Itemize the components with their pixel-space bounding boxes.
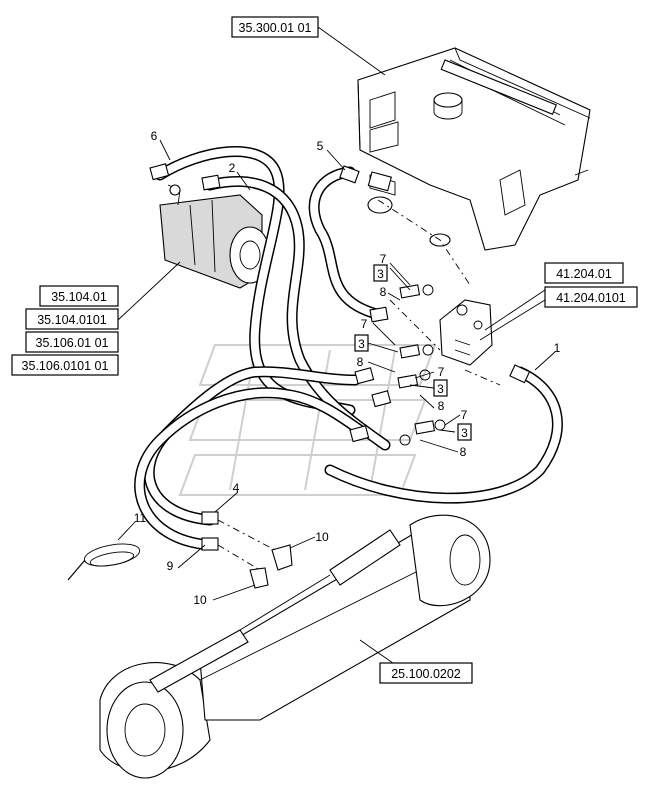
front-axle <box>99 514 491 779</box>
control-valve-block <box>439 299 493 366</box>
reference-pump-label-3: 35.106.01 01 <box>36 336 109 350</box>
callout-8-d: 8 <box>460 445 467 459</box>
callout-6: 6 <box>151 129 158 143</box>
reference-box-axle: 25.100.0202 <box>379 662 473 684</box>
callout-7-c: 7 <box>438 365 445 379</box>
callout-3-d: 3 <box>461 426 468 440</box>
callout-11: 11 <box>134 511 147 525</box>
numeric-callouts: 1 2 4 5 6 7 7 7 7 8 8 8 8 9 10 10 11 <box>134 129 561 607</box>
reference-axle-label: 25.100.0202 <box>391 667 461 681</box>
callout-3-c: 3 <box>437 382 444 396</box>
callout-7-b: 7 <box>361 317 368 331</box>
callout-7-a: 7 <box>380 252 387 266</box>
callout-4: 4 <box>233 481 240 495</box>
callout-8-c: 8 <box>438 399 445 413</box>
reference-box-valve: 41.204.01 41.204.0101 <box>544 262 638 308</box>
reference-box-pump: 35.104.01 35.104.0101 35.106.01 01 35.10… <box>11 285 119 376</box>
reference-pump-label-1: 35.104.01 <box>51 290 107 304</box>
callout-5: 5 <box>317 139 324 153</box>
reference-pump-label-2: 35.104.0101 <box>37 313 107 327</box>
callout-1: 1 <box>554 341 561 355</box>
callout-2: 2 <box>229 161 236 175</box>
leader-lines <box>117 26 556 669</box>
reference-box-tank: 35.300.01 01 <box>231 16 319 38</box>
callout-9: 9 <box>167 559 174 573</box>
callout-3-a: 3 <box>377 267 384 281</box>
callout-10-a: 10 <box>315 530 329 544</box>
callout-7-d: 7 <box>461 408 468 422</box>
callout-8-b: 8 <box>357 355 364 369</box>
callout-3-b: 3 <box>358 337 365 351</box>
reference-valve-label-1: 41.204.01 <box>556 267 612 281</box>
reference-pump-label-4: 35.106.0101 01 <box>22 359 109 373</box>
hydraulic-hoses <box>134 146 563 551</box>
hydraulic-tank <box>357 47 591 251</box>
callout-8-a: 8 <box>380 285 387 299</box>
hose-ring-clamp <box>67 543 141 581</box>
hose-fittings <box>149 163 531 589</box>
hydraulic-pump <box>159 184 271 289</box>
callout-3-boxes: 3 3 3 3 <box>354 264 472 441</box>
callout-10-b: 10 <box>193 593 207 607</box>
alignment-lines <box>217 199 501 571</box>
reference-valve-label-2: 41.204.0101 <box>556 291 626 305</box>
reference-tank-label: 35.300.01 01 <box>239 21 312 35</box>
